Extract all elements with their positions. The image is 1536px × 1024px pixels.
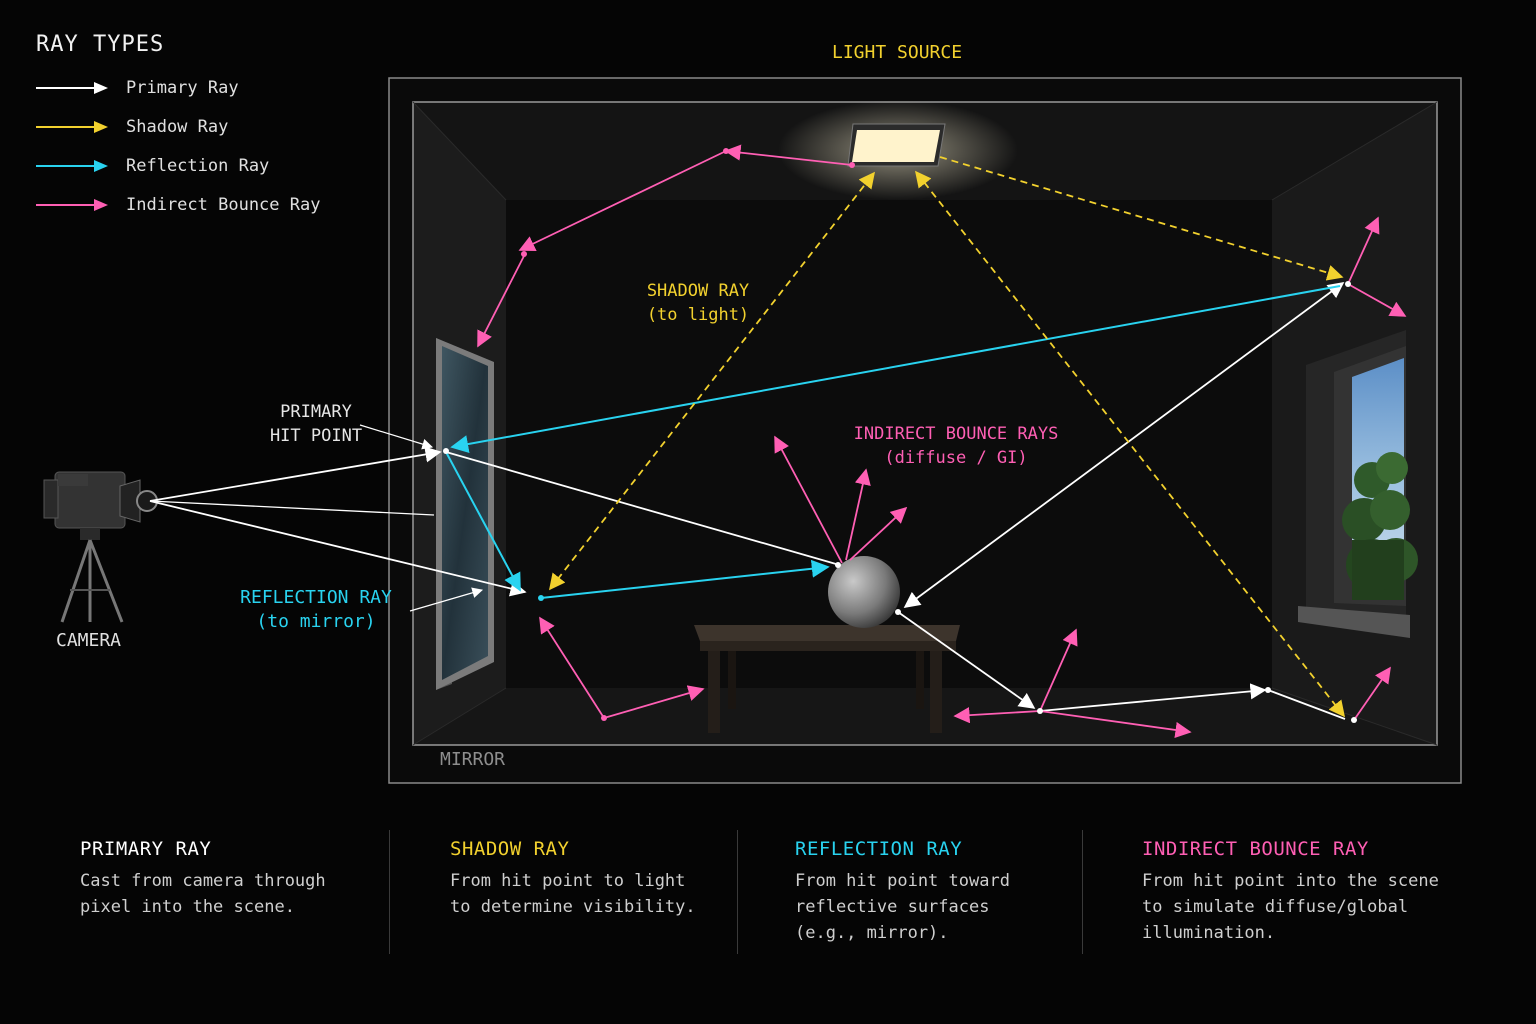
trees-icon xyxy=(1342,452,1418,600)
primary-ray xyxy=(149,500,527,597)
indirect-ray xyxy=(1039,628,1078,712)
light-source-label: LIGHT SOURCE xyxy=(832,42,963,63)
shadow-ray xyxy=(549,171,875,591)
shadow-ray xyxy=(914,170,1346,718)
divider xyxy=(1082,830,1083,954)
indirect-rays xyxy=(477,144,1407,739)
camera-label: CAMERA xyxy=(56,630,122,651)
shadow-rays xyxy=(549,156,1346,718)
hit-point xyxy=(895,609,901,615)
divider xyxy=(389,830,390,954)
card-title: SHADOW RAY xyxy=(450,838,570,860)
legend-item-indirect: Indirect Bounce Ray xyxy=(36,193,320,217)
card-text: Cast from camera through pixel into the … xyxy=(80,871,326,917)
reflection-ray xyxy=(445,451,521,592)
primary-ray xyxy=(149,500,435,516)
card-shadow-ray: SHADOW RAY From hit point to light to de… xyxy=(450,838,750,920)
mirror xyxy=(436,338,494,690)
indirect-ray xyxy=(477,255,525,348)
legend-label: Reflection Ray xyxy=(126,156,270,176)
indirect-ray xyxy=(539,616,605,719)
reflection-ray-label: REFLECTION RAY (to mirror) xyxy=(240,587,392,632)
indirect-ray xyxy=(724,144,853,166)
cyan-arrow-icon xyxy=(36,160,108,172)
yellow-arrow-icon xyxy=(36,121,108,133)
indirect-ray xyxy=(1347,216,1380,285)
legend-label: Shadow Ray xyxy=(126,117,229,137)
legend-label: Indirect Bounce Ray xyxy=(126,195,321,215)
card-title: INDIRECT BOUNCE RAY xyxy=(1142,838,1369,860)
legend-item-shadow: Shadow Ray xyxy=(36,115,228,139)
hit-point xyxy=(723,148,729,154)
indirect-ray xyxy=(1039,710,1192,739)
divider xyxy=(737,830,738,954)
indirect-ray xyxy=(774,435,843,564)
card-text: From hit point to light to determine vis… xyxy=(450,871,696,917)
indirect-ray xyxy=(603,685,705,719)
hit-point xyxy=(443,448,449,454)
hit-points xyxy=(443,148,1357,723)
camera-icon xyxy=(43,471,158,623)
hit-point xyxy=(1265,687,1271,693)
leader-line xyxy=(409,587,484,612)
indirect-ray xyxy=(845,468,871,561)
mirror-label: MIRROR xyxy=(440,749,506,770)
card-reflection-ray: REFLECTION RAY From hit point toward ref… xyxy=(795,838,1095,946)
hit-point xyxy=(835,562,841,568)
hit-point xyxy=(538,595,544,601)
indirect-bounce-label: INDIRECT BOUNCE RAYS (diffuse / GI) xyxy=(853,424,1059,468)
indirect-ray xyxy=(849,506,908,561)
legend-label: Primary Ray xyxy=(126,78,239,98)
hit-point xyxy=(1037,708,1043,714)
hit-point xyxy=(601,715,607,721)
card-indirect-bounce-ray: INDIRECT BOUNCE RAY From hit point into … xyxy=(1142,838,1482,946)
window xyxy=(1298,330,1418,638)
primary-hit-point-label: PRIMARY HIT POINT xyxy=(269,402,363,446)
card-primary-ray: PRIMARY RAY Cast from camera through pix… xyxy=(80,838,380,920)
card-title: PRIMARY RAY xyxy=(80,838,212,860)
card-text: From hit point toward reflective surface… xyxy=(795,871,1010,943)
hit-point xyxy=(1345,281,1351,287)
light-fixture xyxy=(778,100,1018,200)
card-text: From hit point into the scene to simulat… xyxy=(1142,871,1439,943)
hit-point xyxy=(849,162,855,168)
pink-arrow-icon xyxy=(36,199,108,211)
white-arrow-icon xyxy=(36,82,108,94)
hit-point xyxy=(1351,717,1357,723)
hit-point xyxy=(521,251,527,257)
indirect-ray xyxy=(1353,666,1391,721)
leader-line xyxy=(359,424,434,450)
indirect-ray xyxy=(518,150,727,251)
shadow-ray xyxy=(939,156,1344,281)
indirect-ray xyxy=(1347,283,1407,317)
primary-ray xyxy=(149,446,442,502)
legend-title: RAY TYPES xyxy=(36,32,165,57)
indirect-ray xyxy=(953,707,1041,724)
shadow-ray-label: SHADOW RAY (to light) xyxy=(646,281,750,325)
legend-item-primary: Primary Ray xyxy=(36,76,239,100)
legend-item-reflection: Reflection Ray xyxy=(36,154,269,178)
card-title: REFLECTION RAY xyxy=(795,838,963,860)
